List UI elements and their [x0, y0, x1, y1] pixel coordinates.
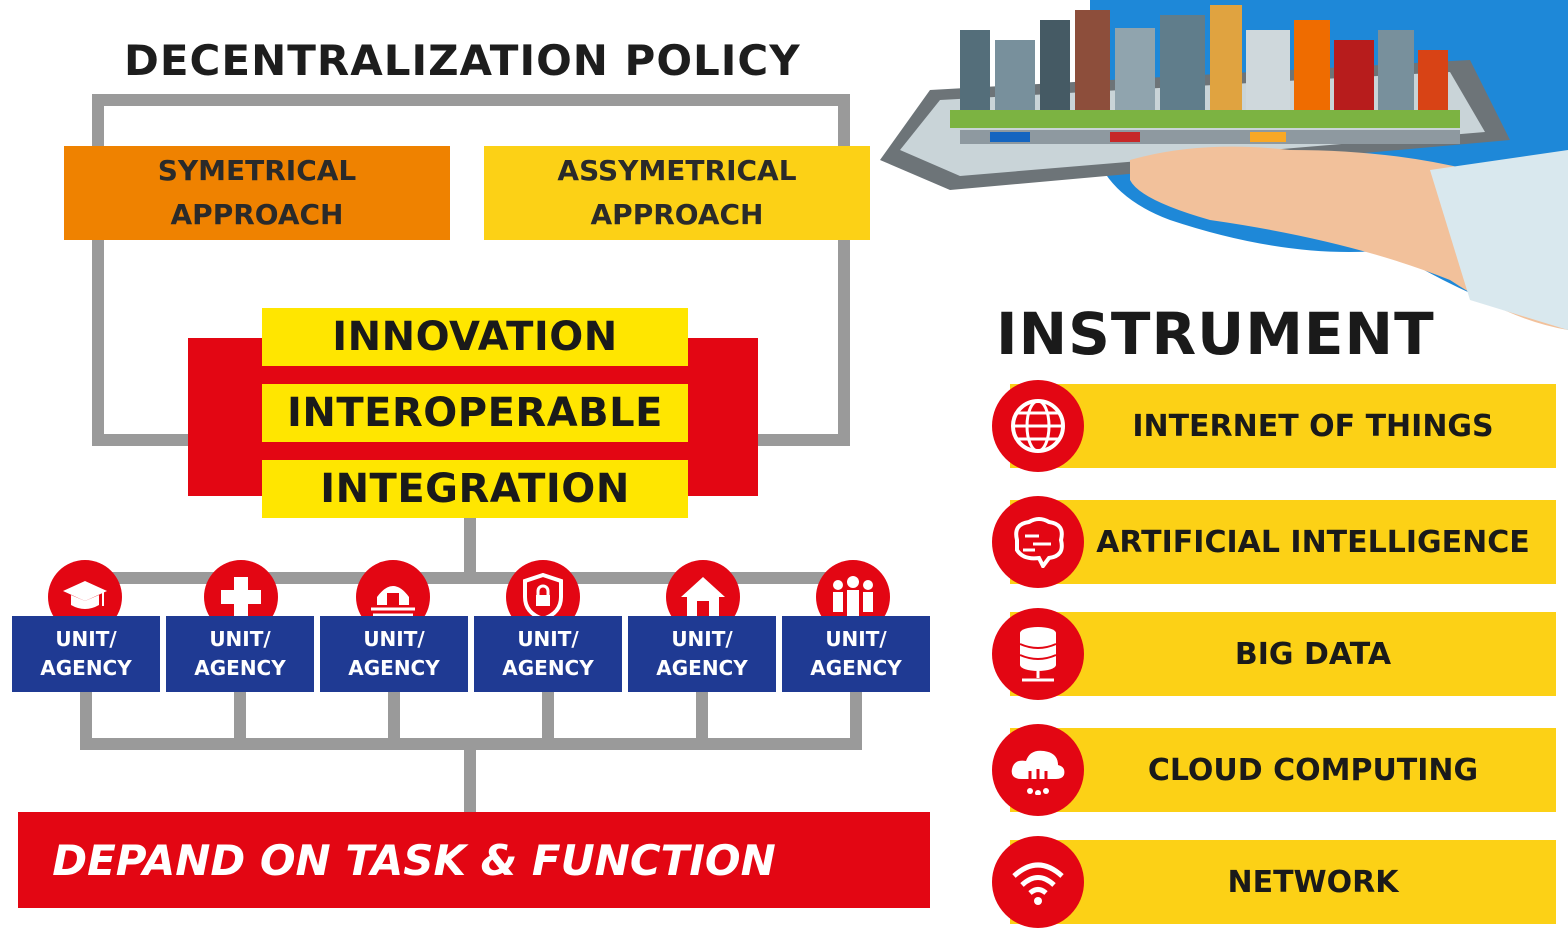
unit-agency-box: UNIT/AGENCY: [782, 616, 930, 692]
task-function-bar: DEPAND ON TASK & FUNCTION: [18, 812, 930, 908]
instrument-row: ARTIFICIAL INTELLIGENCE: [1010, 500, 1556, 584]
asymmetrical-approach-box: ASSYMETRICAL APPROACH: [484, 146, 870, 240]
unit-label-line2: AGENCY: [348, 656, 440, 680]
connector-line: [464, 748, 476, 814]
connector-line: [696, 692, 708, 748]
approach-label-line1: SYMETRICAL: [157, 154, 357, 187]
instrument-row: CLOUD COMPUTING: [1010, 728, 1556, 812]
unit-agency-box: UNIT/AGENCY: [474, 616, 622, 692]
connector-line: [80, 692, 92, 748]
database-icon: [992, 608, 1084, 700]
connector-line: [234, 692, 246, 748]
pillar-innovation: INNOVATION: [262, 308, 688, 366]
instrument-row: NETWORK: [1010, 840, 1556, 924]
instrument-label: ARTIFICIAL INTELLIGENCE: [1096, 524, 1530, 560]
cloud-icon: [992, 724, 1084, 816]
page-title: DECENTRALIZATION POLICY: [124, 36, 801, 85]
unit-label-line1: UNIT/: [671, 627, 733, 651]
symmetrical-approach-box: SYMETRICAL APPROACH: [64, 146, 450, 240]
connector-line: [388, 692, 400, 748]
smart-city-illustration: [870, 0, 1568, 330]
wifi-icon: [992, 836, 1084, 928]
globe-icon: [992, 380, 1084, 472]
connector-line: [748, 434, 850, 446]
instrument-row: INTERNET OF THINGS: [1010, 384, 1556, 468]
connector-line: [542, 692, 554, 748]
unit-label-line1: UNIT/: [209, 627, 271, 651]
unit-label-line1: UNIT/: [517, 627, 579, 651]
connector-line: [92, 434, 202, 446]
connector-line: [80, 738, 862, 750]
unit-agency-box: UNIT/AGENCY: [628, 616, 776, 692]
unit-agency-box: UNIT/AGENCY: [12, 616, 160, 692]
pillar-interoperable: INTEROPERABLE: [262, 384, 688, 442]
connector-line: [84, 572, 858, 584]
unit-label-line1: UNIT/: [55, 627, 117, 651]
unit-label-line1: UNIT/: [363, 627, 425, 651]
unit-label-line2: AGENCY: [502, 656, 594, 680]
connector-line: [850, 692, 862, 748]
approach-label-line2: APPROACH: [590, 198, 764, 231]
unit-label-line2: AGENCY: [656, 656, 748, 680]
instrument-row: BIG DATA: [1010, 612, 1556, 696]
connector-line: [464, 518, 476, 580]
instrument-label: BIG DATA: [1234, 636, 1392, 672]
instrument-label: CLOUD COMPUTING: [1147, 752, 1479, 788]
unit-label-line1: UNIT/: [825, 627, 887, 651]
brain-icon: [992, 496, 1084, 588]
unit-label-line2: AGENCY: [40, 656, 132, 680]
pillar-integration: INTEGRATION: [262, 460, 688, 518]
instrument-title: INSTRUMENT: [996, 300, 1435, 368]
approach-label-line1: ASSYMETRICAL: [557, 154, 797, 187]
instrument-label: INTERNET OF THINGS: [1132, 408, 1494, 444]
unit-agency-box: UNIT/AGENCY: [166, 616, 314, 692]
unit-label-line2: AGENCY: [810, 656, 902, 680]
instrument-label: NETWORK: [1227, 864, 1399, 900]
approach-label-line2: APPROACH: [170, 198, 344, 231]
connector-line: [92, 94, 850, 106]
unit-label-line2: AGENCY: [194, 656, 286, 680]
unit-agency-box: UNIT/AGENCY: [320, 616, 468, 692]
